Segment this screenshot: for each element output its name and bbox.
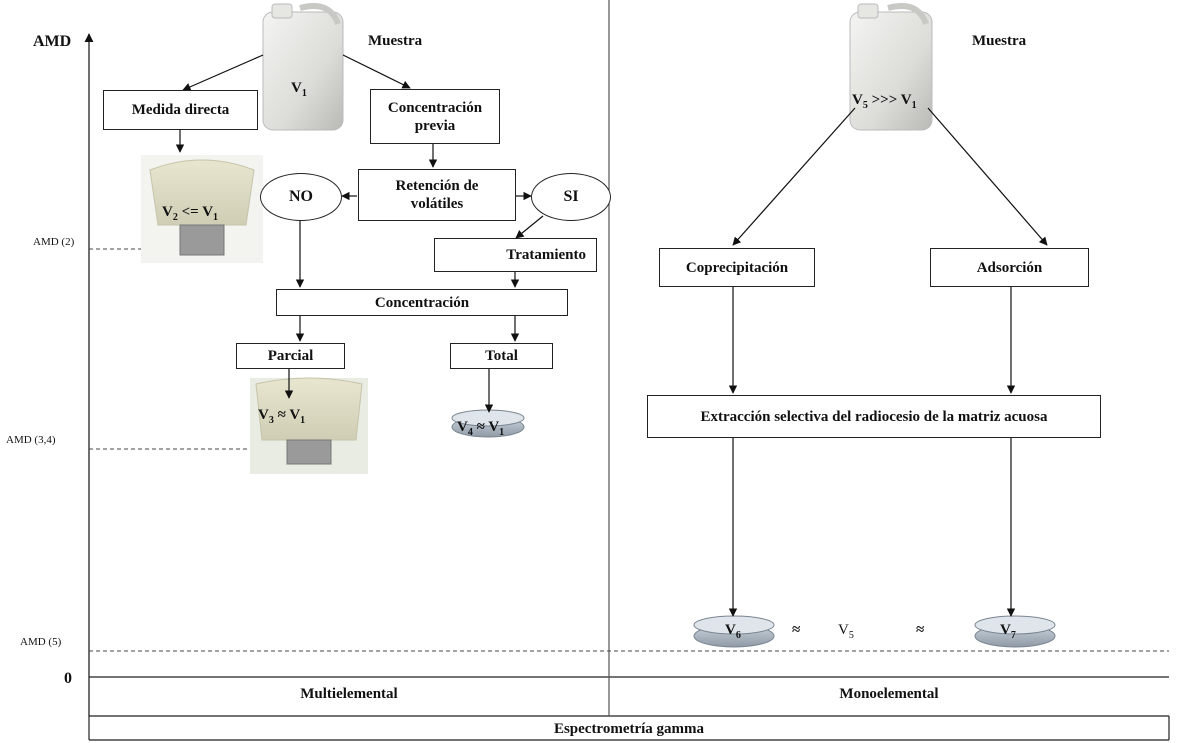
v3-symbol: V [258, 407, 269, 423]
v3-relation: V3 ≈ V1 [258, 407, 305, 426]
v6-sub: 6 [735, 630, 741, 641]
sample-label-right: Muestra [972, 33, 1027, 49]
beaker-v3 [250, 377, 368, 474]
v2-sub: 2 [172, 212, 178, 223]
axis-title: AMD [33, 33, 72, 50]
v5-ref-sub: 1 [911, 100, 917, 111]
tratamiento-box: Tratamiento [434, 238, 597, 272]
medida-directa-box: Medida directa [103, 90, 258, 130]
band-monoelemental: Monoelemental [839, 686, 939, 702]
volume-subscript: 1 [301, 88, 307, 99]
v5-rel: >>> [871, 92, 898, 108]
dish-v7 [974, 615, 1056, 648]
v2-ref: V [202, 204, 214, 220]
dish-v4 [451, 409, 525, 438]
sample-label-left: Muestra [368, 33, 423, 49]
axis-zero: 0 [64, 670, 72, 687]
v2-ref-sub: 1 [213, 212, 219, 223]
v4-ref: V [488, 419, 500, 435]
v6-label: V6 [725, 622, 741, 641]
v4-rel: ≈ [476, 419, 485, 435]
tick-amd5: AMD (5) [20, 636, 62, 648]
no-oval: NO [260, 173, 342, 221]
v7-sub: 7 [1010, 630, 1016, 641]
v3-ref: V [289, 407, 301, 423]
si-oval: SI [531, 173, 611, 221]
coprecipitacion-box: Coprecipitación [659, 248, 815, 287]
total-box: Total [450, 343, 553, 369]
concentracion-previa-box: Concentración previa [370, 89, 500, 144]
dish-v6 [693, 615, 775, 648]
v5-symbol: V [852, 92, 863, 108]
right-arrows [728, 107, 1048, 617]
v5b-label: V5 [838, 622, 854, 641]
v5b-symbol: V [838, 622, 849, 638]
sample-jug-left [262, 3, 344, 131]
v3-rel: ≈ [277, 407, 286, 423]
left-arrows [175, 54, 544, 413]
v5b-sub: 5 [848, 630, 854, 641]
v2-relation: V2 <= V1 [162, 204, 218, 223]
band-multielemental: Multielemental [300, 686, 398, 702]
v5-sub: 5 [862, 100, 868, 111]
v5-ref: V [900, 92, 912, 108]
volume-symbol: V [291, 80, 302, 96]
footer-espectrometria: Espectrometría gamma [553, 721, 705, 737]
v4-relation: V4 ≈ V1 [457, 419, 504, 438]
v2-rel: <= [181, 204, 199, 220]
v4-ref-sub: 1 [499, 427, 505, 438]
jug-volume-left: V1 [291, 80, 307, 99]
v2-symbol: V [162, 204, 173, 220]
v6-symbol: V [725, 622, 736, 638]
parcial-box: Parcial [236, 343, 345, 369]
beaker-v2 [141, 155, 263, 263]
v7-symbol: V [1000, 622, 1011, 638]
approx-1: ≈ [792, 622, 801, 638]
adsorcion-box: Adsorción [930, 248, 1089, 287]
v7-label: V7 [1000, 622, 1016, 641]
extraccion-box: Extracción selectiva del radiocesio de l… [647, 395, 1101, 438]
retencion-box: Retención de volátiles [358, 169, 516, 221]
v5-relation: V5 >>> V1 [852, 92, 917, 111]
v4-sub: 4 [467, 427, 473, 438]
v4-symbol: V [457, 419, 468, 435]
approx-2: ≈ [916, 622, 925, 638]
concentracion-box: Concentración [276, 289, 568, 316]
v3-ref-sub: 1 [300, 415, 306, 426]
v3-sub: 3 [268, 415, 274, 426]
tick-amd2: AMD (2) [33, 236, 75, 248]
sample-jug-right [849, 3, 933, 131]
tick-amd34: AMD (3,4) [6, 434, 56, 446]
